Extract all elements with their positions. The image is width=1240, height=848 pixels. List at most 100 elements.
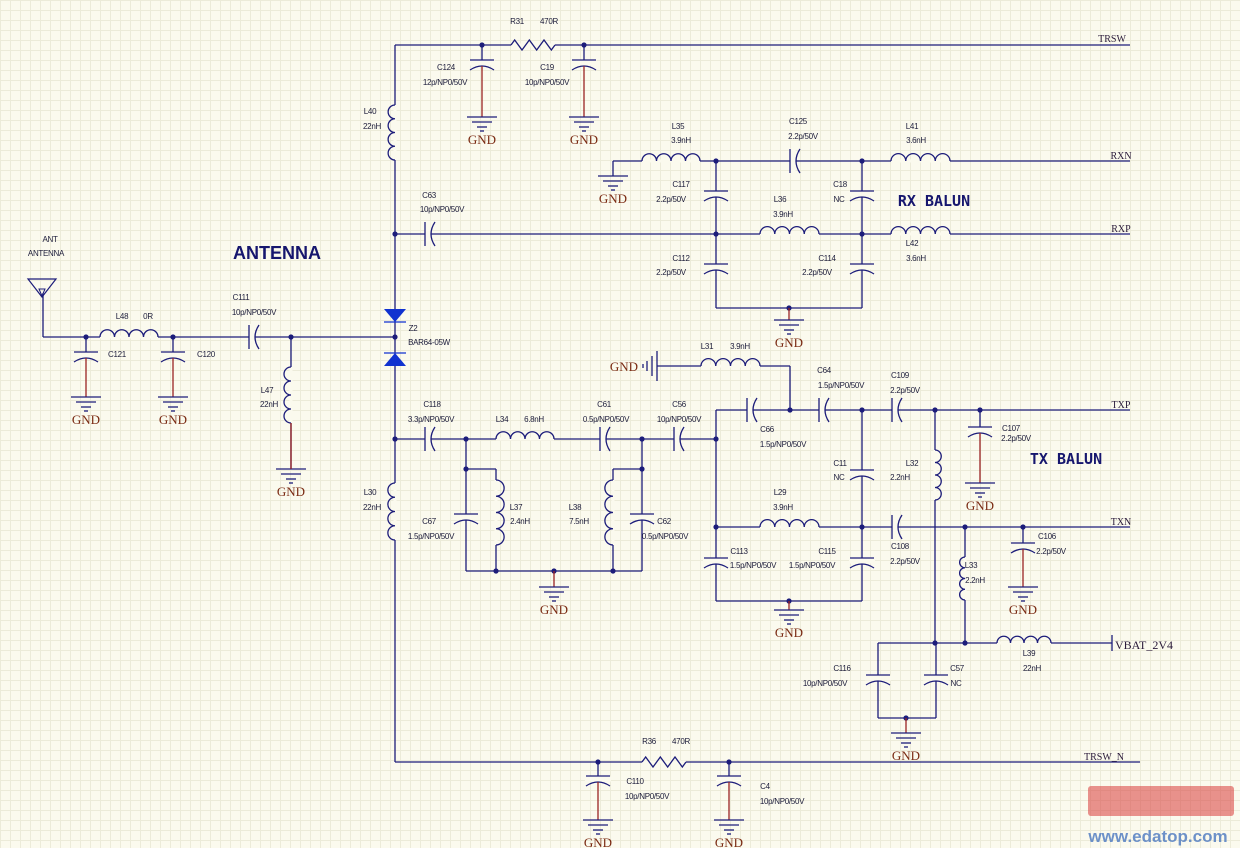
gnd-label: GND (892, 748, 920, 763)
l31-value: 3.9nH (730, 342, 750, 351)
net-label-trsw: TRSW (1098, 34, 1126, 45)
capacitor-gap (819, 397, 825, 423)
c110-value: 10p/NP0/50V (625, 792, 670, 801)
capacitor-gap (160, 352, 186, 358)
inductor-coil (934, 449, 942, 501)
c4-value: 10p/NP0/50V (760, 797, 805, 806)
c125-value: 2.2p/50V (788, 132, 819, 141)
gnd-label: GND (610, 359, 638, 374)
capacitor-gap (703, 264, 729, 270)
junction-dot (392, 436, 398, 442)
l47-designator: L47 (261, 386, 274, 395)
junction-dot (859, 231, 865, 237)
capacitor-gap (425, 221, 431, 247)
z2-designator: Z2 (409, 324, 419, 333)
c110-designator: C110 (626, 777, 644, 786)
c116-value: 10p/NP0/50V (803, 679, 848, 688)
l29-value: 3.9nH (773, 503, 793, 512)
inductor-coil (890, 153, 951, 162)
l33-designator: L33 (965, 561, 978, 570)
inductor-coil (700, 358, 761, 367)
c18-designator: C18 (833, 180, 848, 189)
inductor-coil (759, 226, 820, 235)
l35-value: 3.9nH (671, 136, 691, 145)
junction-dot (713, 231, 719, 237)
inductor-coil (604, 479, 614, 546)
capacitor-gap (600, 426, 606, 452)
l30-value: 22nH (363, 503, 381, 512)
c118-designator: C118 (423, 400, 441, 409)
inductor-coil (495, 431, 555, 440)
c106-value: 2.2p/50V (1036, 547, 1067, 556)
capacitor-curved-plate (849, 269, 875, 275)
inductor-coil (495, 479, 505, 546)
l32-designator: L32 (906, 459, 919, 468)
c57-value: NC (951, 679, 962, 688)
c67-value: 1.5p/NP0/50V (408, 532, 455, 541)
junction-dot (859, 524, 865, 530)
l36-designator: L36 (774, 195, 787, 204)
c115-designator: C115 (818, 547, 836, 556)
capacitor-curved-plate (752, 397, 758, 423)
gnd-label: GND (584, 835, 612, 848)
l48-value: 0R (143, 312, 153, 321)
capacitor-gap (453, 514, 479, 520)
c116-designator: C116 (833, 664, 851, 673)
inductor-coil (641, 153, 701, 162)
inductor-coil (890, 226, 951, 235)
gnd-label: GND (775, 335, 803, 350)
junction-dot (392, 231, 398, 237)
l39-designator: L39 (1023, 649, 1036, 658)
net-label-trsw-n: TRSW_N (1084, 752, 1124, 763)
tx-balun-title: TX BALUN (1030, 450, 1102, 468)
antenna-symbol (26, 278, 58, 298)
capacitor-curved-plate (865, 680, 891, 686)
c109-value: 2.2p/50V (890, 386, 921, 395)
c67-designator: C67 (422, 517, 437, 526)
capacitor-curved-plate (605, 426, 611, 452)
capacitor-curved-plate (430, 426, 436, 452)
c113-value: 1.5p/NP0/50V (730, 561, 777, 570)
l41-value: 3.6nH (906, 136, 926, 145)
capacitor-curved-plate (629, 519, 655, 525)
capacitor-curved-plate (897, 397, 903, 423)
junction-dot (392, 334, 398, 340)
junction-dot (463, 466, 469, 472)
l47-value: 22nH (260, 400, 278, 409)
c117-designator: C117 (672, 180, 690, 189)
l40-designator: L40 (364, 107, 377, 116)
capacitor-gap (703, 191, 729, 197)
gnd-label: GND (1009, 602, 1037, 617)
capacitor-curved-plate (824, 397, 830, 423)
capacitor-gap (790, 148, 796, 174)
c112-value: 2.2p/50V (656, 268, 687, 277)
l41-designator: L41 (906, 122, 919, 131)
c107-value: 2.2p/50V (1001, 434, 1032, 443)
net-label-txn: TXN (1111, 517, 1132, 528)
c117-value: 2.2p/50V (656, 195, 687, 204)
c19-designator: C19 (540, 63, 555, 72)
junction-dot (610, 568, 616, 574)
gnd-label: GND (159, 412, 187, 427)
diode-triangle (384, 309, 406, 322)
c19-value: 10p/NP0/50V (525, 78, 570, 87)
l35-designator: L35 (672, 122, 685, 131)
l34-value: 6.8nH (524, 415, 544, 424)
c63-designator: C63 (422, 191, 437, 200)
capacitor-curved-plate (795, 148, 801, 174)
capacitor-curved-plate (703, 563, 729, 569)
c64-designator: C64 (817, 366, 832, 375)
c61-designator: C61 (597, 400, 612, 409)
gnd-label: GND (468, 132, 496, 147)
capacitor-curved-plate (849, 196, 875, 202)
capacitor-gap (674, 426, 680, 452)
capacitor-gap (849, 264, 875, 270)
l33-value: 2.2nH (965, 576, 985, 585)
l37-value: 2.4nH (510, 517, 530, 526)
l34-designator: L34 (496, 415, 509, 424)
c63-value: 10p/NP0/50V (420, 205, 465, 214)
inductor-coil (959, 556, 966, 601)
r36-value: 470R (672, 737, 690, 746)
c114-value: 2.2p/50V (802, 268, 833, 277)
